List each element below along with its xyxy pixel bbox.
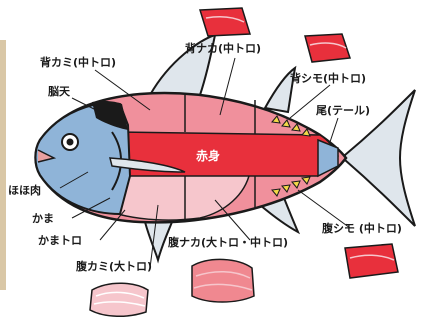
label-hara-shimo: 腹シモ (中トロ) (322, 221, 402, 235)
second-dorsal-fin (263, 65, 297, 114)
label-noten: 脳天 (48, 85, 71, 98)
fish-head (34, 102, 132, 216)
fish-mouth (37, 149, 57, 163)
label-hara-naka: 腹ナカ(大トロ・中トロ) (168, 235, 288, 249)
label-hara-kami: 腹カミ(大トロ) (76, 259, 152, 273)
label-se-shimo: 背シモ(中トロ) (290, 71, 366, 85)
tail-fin (344, 89, 416, 227)
cut-sample-bottom-otoro (89, 282, 149, 317)
fish-pupil (66, 138, 74, 146)
leader-lines (59, 57, 351, 269)
label-se-kami: 背カミ(中トロ) (40, 55, 116, 69)
left-edge-strip (0, 40, 6, 290)
label-se-naka: 背ナカ(中トロ) (185, 41, 261, 55)
finlets (271, 115, 311, 197)
pectoral-fin (109, 157, 186, 173)
pelvic-fin (143, 221, 174, 264)
noten-region (92, 100, 128, 130)
cut-sample-top-1 (198, 7, 252, 37)
section-dividers (184, 95, 256, 220)
cut-sample-bottom-right (344, 243, 399, 279)
label-kama: かま (32, 212, 54, 225)
cut-sample-top-2 (304, 33, 352, 63)
label-hohoniku: ほほ肉 (8, 183, 41, 197)
tail-band (317, 138, 339, 178)
label-o: 尾(テール) (315, 104, 370, 117)
cut-sample-bottom-chutoro (191, 258, 255, 303)
label-akami: 赤身 (196, 148, 220, 163)
label-kamatoro: かまトロ (38, 234, 82, 247)
anal-fin (257, 196, 301, 235)
